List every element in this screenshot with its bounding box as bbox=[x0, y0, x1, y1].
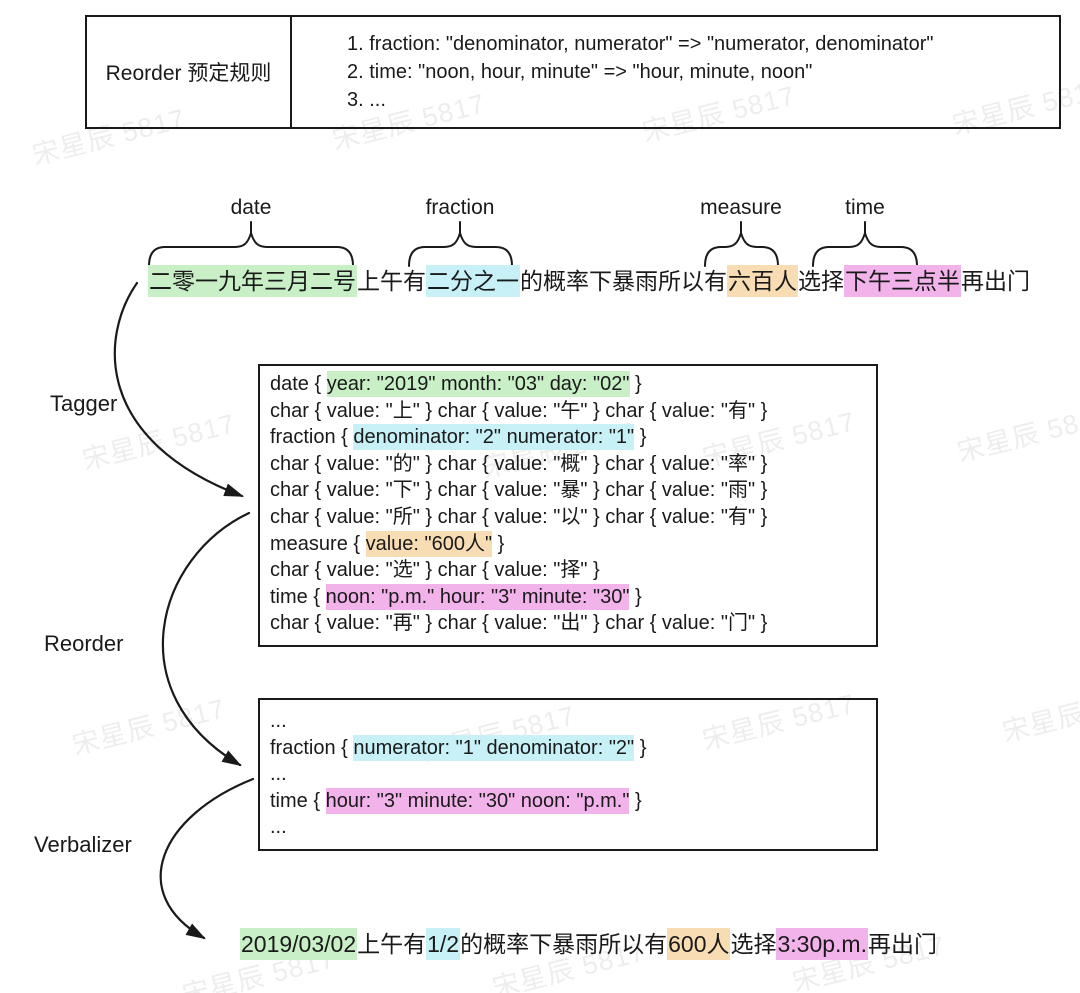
token-line: char { value: "的" } char { value: "概" } … bbox=[270, 451, 876, 478]
highlight-orange: 600人 bbox=[667, 928, 731, 960]
token-line: fraction { denominator: "2" numerator: "… bbox=[270, 424, 876, 451]
text-segment: time { bbox=[270, 585, 326, 608]
watermark: 宋星辰 5817 bbox=[69, 693, 229, 761]
stage-label-verbalizer: Verbalizer bbox=[34, 832, 132, 857]
arrow-reorder-to-output bbox=[159, 777, 255, 940]
brace-date bbox=[148, 229, 354, 267]
output-sentence: 2019/03/02上午有1/2的概率下暴雨所以有600人选择3:30p.m.再… bbox=[240, 928, 937, 960]
highlight-pink: noon: "p.m." hour: "3" minute: "30" bbox=[325, 583, 630, 610]
rules-table-body: 1. fraction: "denominator, numerator" =>… bbox=[292, 17, 1059, 127]
entity-label-date: date bbox=[230, 196, 272, 219]
text-segment: time { bbox=[270, 789, 326, 812]
text-segment: ... bbox=[270, 816, 287, 839]
rules-table-header-label: Reorder 预定规则 bbox=[105, 62, 272, 85]
text-segment: } bbox=[629, 373, 642, 395]
highlight-cyan: 二分之一 bbox=[426, 265, 520, 297]
entity-label-fraction: fraction bbox=[425, 196, 495, 219]
stage-label-reorder: Reorder bbox=[44, 631, 124, 656]
tagger-output-box: date { year: "2019" month: "03" day: "02… bbox=[258, 364, 878, 647]
text-segment: 的概率下暴雨所以有 bbox=[460, 931, 668, 957]
token-line: date { year: "2019" month: "03" day: "02… bbox=[270, 371, 876, 398]
text-segment: ... bbox=[270, 710, 287, 732]
text-segment: 的概率下暴雨所以有 bbox=[520, 268, 727, 294]
text-segment: 再出门 bbox=[867, 931, 937, 957]
text-segment: measure { bbox=[270, 532, 366, 555]
token-line: measure { value: "600人" } bbox=[270, 530, 876, 558]
highlight-cyan: numerator: "1" denominator: "2" bbox=[353, 734, 635, 761]
reorder-output-box: ...fraction { numerator: "1" denominator… bbox=[258, 698, 878, 851]
rule-item: 2. time: "noon, hour, minute" => "hour, … bbox=[347, 61, 813, 83]
highlight-orange: 六百人 bbox=[727, 265, 798, 297]
text-segment: char { value: "所" } char { value: "以" } … bbox=[270, 505, 768, 528]
highlight-green: 2019/03/02 bbox=[240, 928, 358, 960]
text-segment: } bbox=[629, 789, 642, 812]
text-segment: } bbox=[492, 532, 505, 555]
text-segment: 选择 bbox=[798, 268, 844, 294]
token-line: char { value: "上" } char { value: "午" } … bbox=[270, 398, 876, 425]
text-segment: char { value: "的" } char { value: "概" } … bbox=[270, 452, 768, 475]
watermark: 宋星辰 5817 bbox=[954, 400, 1080, 468]
text-segment: fraction { bbox=[270, 736, 354, 759]
token-line: ... bbox=[270, 814, 876, 841]
token-line: ... bbox=[270, 708, 876, 735]
stage-label-tagger: Tagger bbox=[50, 391, 118, 416]
brace-time bbox=[812, 229, 918, 267]
brace-measure bbox=[704, 229, 779, 267]
text-segment: ... bbox=[270, 763, 287, 786]
highlight-pink: 3:30p.m. bbox=[776, 928, 868, 960]
arrow-input-to-tagger bbox=[113, 281, 245, 498]
highlight-green: year: "2019" month: "03" day: "02" bbox=[326, 371, 630, 397]
text-segment: 选择 bbox=[730, 931, 777, 957]
text-segment: fraction { bbox=[270, 426, 354, 449]
text-segment: date { bbox=[270, 373, 327, 395]
watermark: 宋星辰 5817 bbox=[999, 680, 1080, 748]
text-segment: } bbox=[629, 585, 642, 608]
token-line: char { value: "下" } char { value: "暴" } … bbox=[270, 477, 876, 504]
token-line: time { noon: "p.m." hour: "3" minute: "3… bbox=[270, 583, 876, 611]
highlight-cyan: 1/2 bbox=[426, 928, 461, 960]
input-sentence: 二零一九年三月二号上午有二分之一的概率下暴雨所以有六百人选择下午三点半再出门 bbox=[148, 265, 1030, 297]
text-segment: char { value: "再" } char { value: "出" } … bbox=[270, 612, 768, 635]
token-line: char { value: "所" } char { value: "以" } … bbox=[270, 504, 876, 531]
highlight-cyan: denominator: "2" numerator: "1" bbox=[353, 424, 635, 451]
token-line: char { value: "再" } char { value: "出" } … bbox=[270, 610, 876, 637]
text-segment: 上午有 bbox=[357, 931, 427, 957]
token-line: char { value: "选" } char { value: "择" } bbox=[270, 557, 876, 584]
highlight-orange: value: "600人" bbox=[365, 530, 493, 557]
token-line: fraction { numerator: "1" denominator: "… bbox=[270, 734, 876, 762]
text-segment: 再出门 bbox=[961, 268, 1030, 294]
reorder-rules-table: Reorder 预定规则 1. fraction: "denominator, … bbox=[85, 15, 1061, 129]
entity-label-time: time bbox=[845, 196, 885, 219]
text-segment: char { value: "选" } char { value: "择" } bbox=[270, 559, 600, 582]
text-segment: char { value: "下" } char { value: "暴" } … bbox=[270, 479, 768, 502]
text-segment: 上午有 bbox=[357, 268, 426, 294]
highlight-pink: 下午三点半 bbox=[844, 265, 961, 297]
brace-fraction bbox=[408, 229, 513, 267]
rule-item: 3. ... bbox=[347, 89, 386, 111]
text-segment: } bbox=[634, 426, 647, 449]
arrow-tagger-to-reorder bbox=[161, 511, 251, 767]
entity-label-measure: measure bbox=[700, 196, 782, 219]
text-segment: char { value: "上" } char { value: "午" } … bbox=[270, 399, 768, 422]
text-segment: } bbox=[634, 736, 647, 759]
rule-item: 1. fraction: "denominator, numerator" =>… bbox=[347, 33, 934, 55]
token-line: time { hour: "3" minute: "30" noon: "p.m… bbox=[270, 787, 876, 815]
highlight-pink: hour: "3" minute: "30" noon: "p.m." bbox=[325, 787, 630, 814]
rules-table-header: Reorder 预定规则 bbox=[87, 17, 292, 127]
token-line: ... bbox=[270, 761, 876, 788]
highlight-green: 二零一九年三月二号 bbox=[148, 265, 357, 297]
